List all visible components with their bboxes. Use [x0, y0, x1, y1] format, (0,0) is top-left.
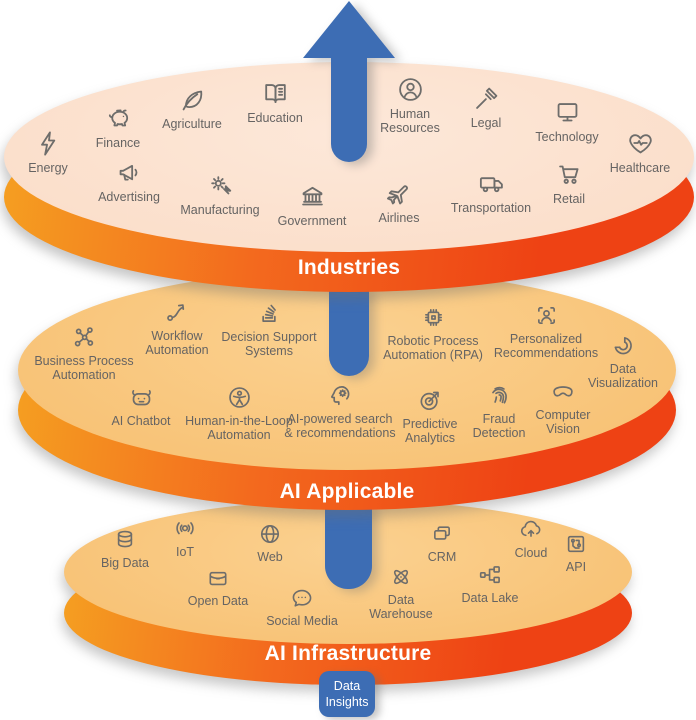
up-arrow-head-icon — [303, 1, 395, 58]
arrow-stem-bottom — [325, 505, 372, 589]
layer-industries-label: Industries — [297, 256, 401, 279]
layer-industries: Industries — [4, 62, 694, 292]
layer-ai-applicable-label: AI Applicable — [279, 480, 415, 503]
arrow-stem-middle — [329, 288, 369, 376]
layer-industries-surface — [4, 62, 694, 252]
data-insights-label: Data Insights — [325, 678, 369, 709]
layer-ai-infrastructure-label: AI Infrastructure — [264, 642, 432, 665]
data-insights-badge: Data Insights — [319, 671, 375, 717]
